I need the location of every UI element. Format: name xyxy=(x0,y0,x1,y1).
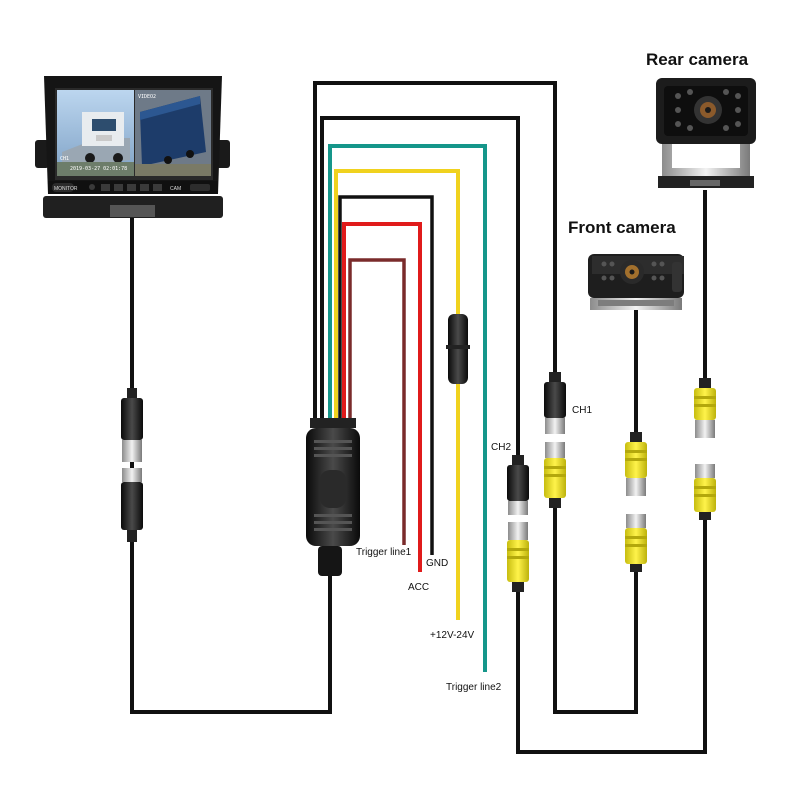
inline-fuse-holder xyxy=(446,314,470,384)
trigger-line2-label: Trigger line2 xyxy=(446,682,502,693)
front-camera-label: Front camera xyxy=(568,218,676,237)
ch2-connector xyxy=(507,455,529,592)
front-camera-connector xyxy=(625,432,647,572)
front-camera xyxy=(588,254,684,310)
monitor: VIDEO2 CH1 2019-03-27 02:01:78 MONITOR C… xyxy=(35,76,230,218)
trigger-line1-wire xyxy=(348,258,406,545)
wires xyxy=(130,81,707,754)
monitor-cable-wire xyxy=(130,215,332,714)
power-button[interactable] xyxy=(89,184,95,190)
menu-button-4[interactable] xyxy=(140,184,149,191)
trigger-line2-wire xyxy=(328,144,487,672)
monitor-button[interactable] xyxy=(52,183,74,192)
ch1-bottom-loop-wire xyxy=(553,505,638,714)
video2-tag: VIDEO2 xyxy=(138,94,156,100)
power-harness xyxy=(306,418,360,576)
ch1-label: CH1 xyxy=(572,405,592,416)
rear-camera-label: Rear camera xyxy=(646,50,749,69)
power-label: +12V-24V xyxy=(430,630,475,641)
gnd-wire xyxy=(338,195,434,555)
rear-camera xyxy=(656,78,756,188)
osd-datetime: 2019-03-27 02:01:78 xyxy=(70,166,127,172)
menu-button-3[interactable] xyxy=(127,184,136,191)
monitor-cable-connector xyxy=(121,388,143,542)
osd-channel: CH1 xyxy=(60,156,69,162)
cam-button-label: CAM xyxy=(170,186,181,192)
acc-label: ACC xyxy=(408,582,429,593)
gnd-label: GND xyxy=(426,558,448,569)
ch2-bottom-loop-wire xyxy=(516,520,707,754)
menu-button-1[interactable] xyxy=(101,184,110,191)
rear-camera-connector xyxy=(694,378,716,520)
ch2-top-loop-wire xyxy=(320,116,520,458)
ch1-top-loop-wire xyxy=(313,81,557,420)
menu-button-5[interactable] xyxy=(153,184,162,191)
power-wire xyxy=(334,169,460,620)
ir-sensor xyxy=(190,184,210,191)
monitor-button-label: MONITOR xyxy=(54,186,78,192)
ch1-connector xyxy=(544,372,566,508)
ch2-label: CH2 xyxy=(491,442,511,453)
menu-button-2[interactable] xyxy=(114,184,123,191)
labels: Rear camera Front camera CH1 CH2 Trigger… xyxy=(356,50,749,693)
trigger-line1-label: Trigger line1 xyxy=(356,547,412,558)
acc-wire xyxy=(342,222,422,572)
